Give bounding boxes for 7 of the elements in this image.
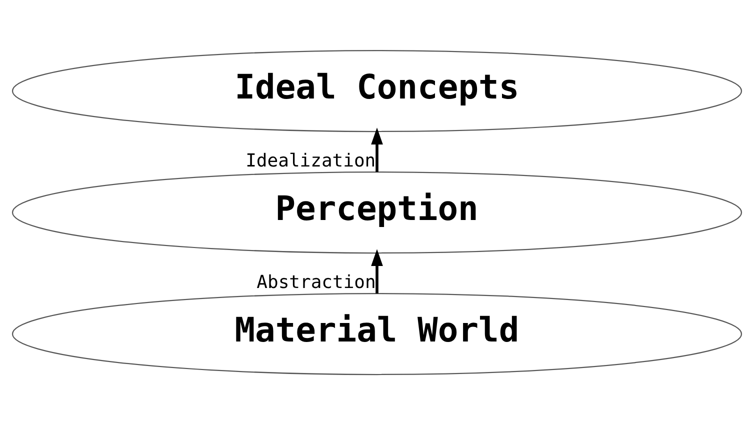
- node-ellipse: Perception: [12, 171, 742, 254]
- edge-label: Abstraction: [256, 272, 376, 293]
- arrow: [371, 128, 383, 172]
- node-ellipse: Material World: [12, 292, 742, 376]
- edge-label: Idealization: [246, 150, 376, 172]
- arrow: [371, 249, 383, 294]
- node-ellipse: Ideal Concepts: [12, 50, 742, 132]
